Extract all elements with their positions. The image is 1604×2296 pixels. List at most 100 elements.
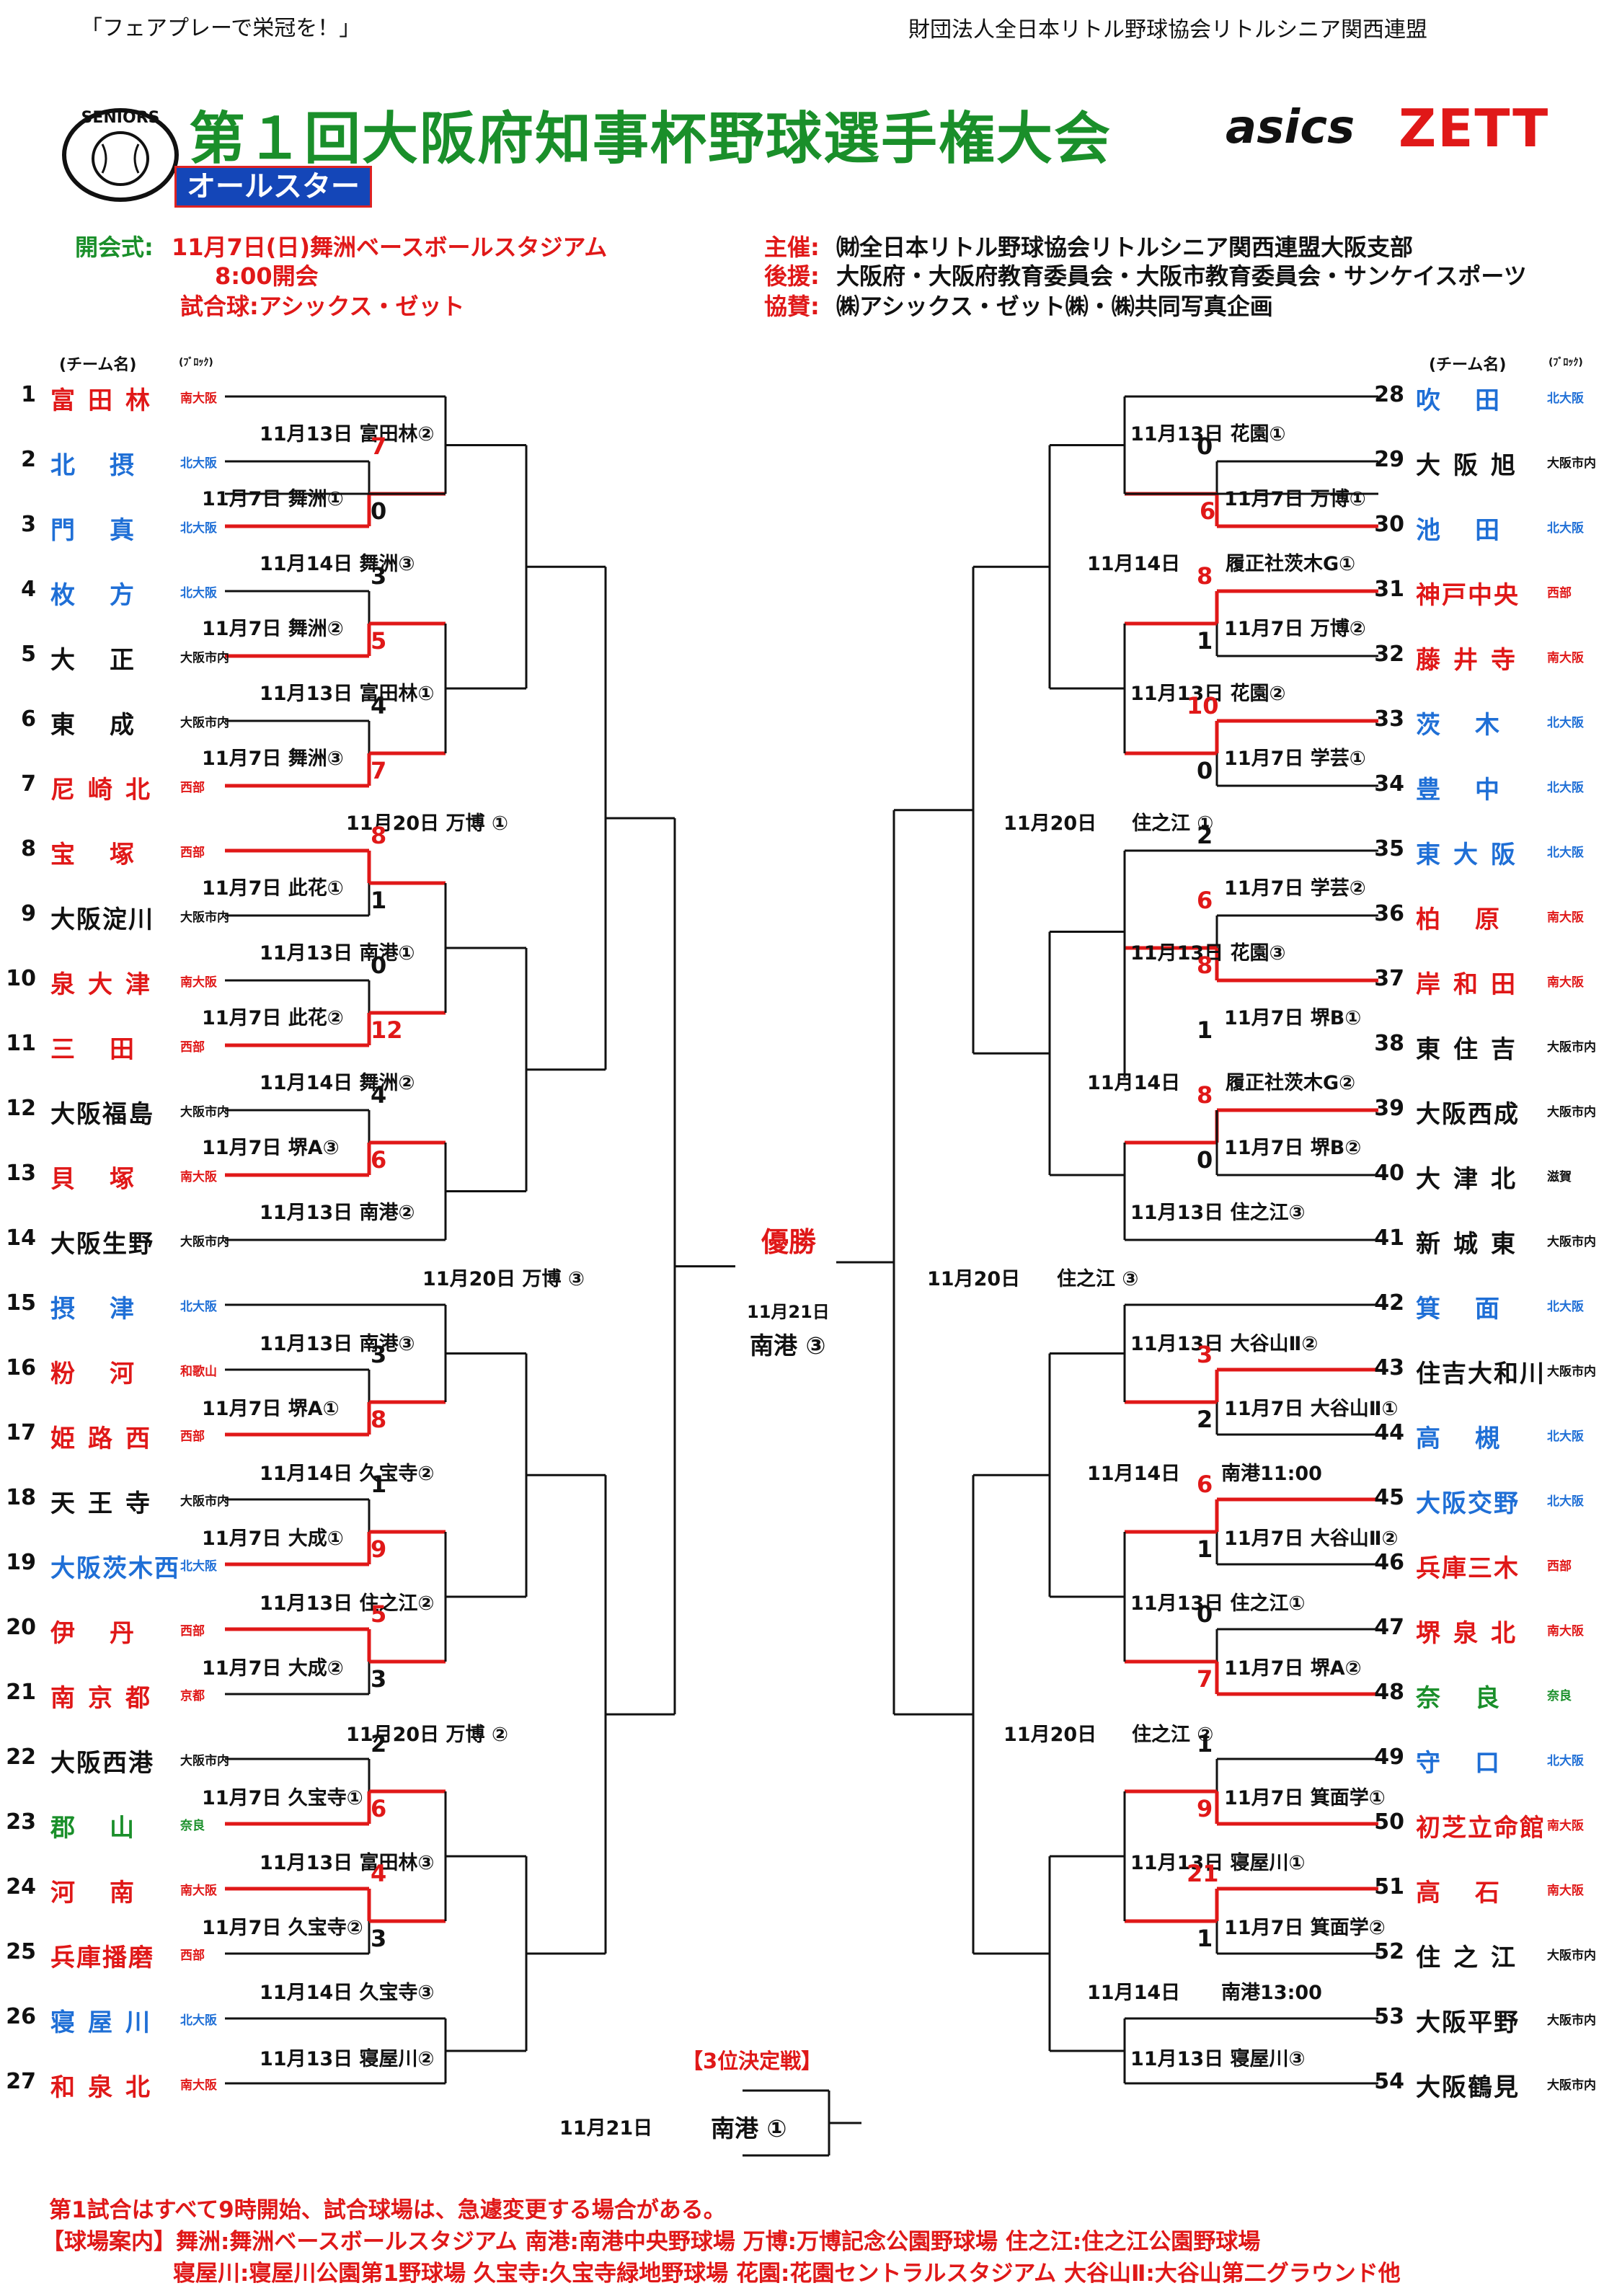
team-block: 大阪市内 [1547,1949,1596,1963]
match-label: 11月7日 大成② [202,1657,344,1680]
match-score: 8 [371,822,387,849]
team-column-header-right: (チーム名) [1429,356,1507,374]
match-label: 11月14日 久宝寺③ [260,1982,435,2004]
team-number: 52 [1374,1939,1404,1964]
slogan: 「フェアプレーで栄冠を！」 [81,16,361,41]
match-score: 3 [371,562,387,590]
team-name: 奈良 [1416,1684,1534,1713]
team-name: 南京都 [50,1684,163,1713]
team-block: 南大阪 [180,1170,217,1184]
team-number: 49 [1374,1745,1404,1770]
team-block: 南大阪 [1547,910,1584,925]
team-number: 47 [1374,1615,1404,1640]
match-score: 6 [371,1146,387,1174]
match-label: 住之江 ① [1132,812,1214,835]
match-score: 1 [371,1471,387,1498]
team-block: 北大阪 [1547,846,1584,860]
match-label: 11月14日 舞洲② [260,1072,415,1094]
team-block: 西部 [180,1949,205,1963]
team-number: 23 [6,1809,36,1835]
team-number: 34 [1374,771,1404,797]
match-label: 11月20日 万博 ③ [422,1268,585,1290]
tournament-title: 第１回大阪府知事杯野球選手権大会 [189,107,1112,172]
team-number: 36 [1374,901,1404,926]
team-block: 南大阪 [1547,1884,1584,1898]
match-score: 8 [371,1406,387,1433]
match-label: 11月7日 此花① [202,877,344,900]
team-number: 18 [6,1485,36,1510]
team-block: 大阪市内 [1547,456,1596,471]
organization-name: 財団法人全日本リトル野球協会リトルシニア関西連盟 [908,17,1427,43]
team-number: 33 [1374,706,1404,732]
team-name: 富田林 [50,386,163,415]
match-label: 11月14日 舞洲③ [260,553,415,575]
match-score: 7 [1197,1665,1213,1693]
championship-title: 優勝 [761,1226,817,1258]
team-block: 南大阪 [180,975,217,990]
final-date: 11月21日 [747,1302,830,1322]
team-block: 奈良 [180,1819,205,1833]
team-name: 姫路西 [50,1424,163,1453]
team-name: 北摂 [50,451,169,480]
match-score: 1 [371,887,387,914]
team-name: 天王寺 [50,1489,163,1518]
team-number: 42 [1374,1290,1404,1316]
match-score: 3 [371,1341,387,1368]
team-number: 1 [21,382,36,407]
team-block: 北大阪 [1547,716,1584,730]
host-value: ㈶全日本リトル野球協会リトルシニア関西連盟大阪支部 [836,234,1414,261]
match-label: 11月7日 舞洲③ [202,748,344,770]
team-number: 10 [6,966,36,991]
team-name: 守口 [1416,1749,1534,1778]
team-block: 大阪市内 [1547,1365,1596,1379]
team-name: 高石 [1416,1879,1534,1907]
match-label: 11月7日 大成① [202,1528,344,1550]
team-name: 初芝立命館 [1416,1814,1546,1843]
team-name: 箕面 [1416,1295,1534,1324]
match-score: 9 [371,1535,387,1563]
team-name: 郡山 [50,1814,169,1843]
team-name: 住之江 [1416,1943,1528,1972]
team-block: 大阪市内 [180,1494,229,1509]
match-label: 11月13日 大谷山Ⅱ② [1130,1333,1319,1355]
team-number: 48 [1374,1680,1404,1705]
team-name: 吹田 [1416,386,1534,415]
team-block: 西部 [1547,586,1572,600]
team-block: 北大阪 [180,1559,217,1574]
final-venue: 南港 ③ [750,1331,826,1360]
team-number: 29 [1374,447,1404,472]
team-name: 大阪福島 [50,1100,154,1129]
team-number: 35 [1374,836,1404,861]
team-block: 北大阪 [1547,1494,1584,1509]
match-label: 11月7日 箕面学① [1224,1787,1386,1809]
match-score: 7 [371,757,387,784]
match-label: 11月13日 住之江① [1130,1592,1306,1615]
team-block: 南大阪 [1547,1819,1584,1833]
match-score: 0 [1197,1146,1213,1174]
match-label: 11月14日 [1087,553,1181,575]
team-name: 三田 [50,1035,169,1064]
match-score: 21 [1187,1860,1219,1887]
team-number: 22 [6,1745,36,1770]
team-block: 南大阪 [1547,1624,1584,1639]
team-name: 貝塚 [50,1165,169,1194]
team-number: 8 [21,836,36,861]
team-number: 2 [21,447,36,472]
team-name: 枚方 [50,581,169,610]
match-label: 履正社茨木G② [1226,1072,1356,1094]
team-block: 南大阪 [180,2078,217,2093]
team-number: 26 [6,2004,36,2029]
team-number: 11 [6,1031,36,1056]
team-block: 大阪市内 [180,910,229,925]
team-name: 東成 [50,711,169,740]
match-score: 6 [1197,887,1213,914]
team-name: 大阪西港 [50,1749,154,1778]
block-column-header-left: (ﾌﾞﾛｯｸ) [179,357,213,368]
team-number: 15 [6,1290,36,1316]
team-block: 大阪市内 [1547,1235,1596,1249]
match-label: 11月14日 久宝寺② [260,1463,435,1485]
team-name: 大阪西成 [1416,1100,1520,1129]
match-score: 8 [1197,1081,1213,1109]
team-block: 北大阪 [1547,1754,1584,1768]
